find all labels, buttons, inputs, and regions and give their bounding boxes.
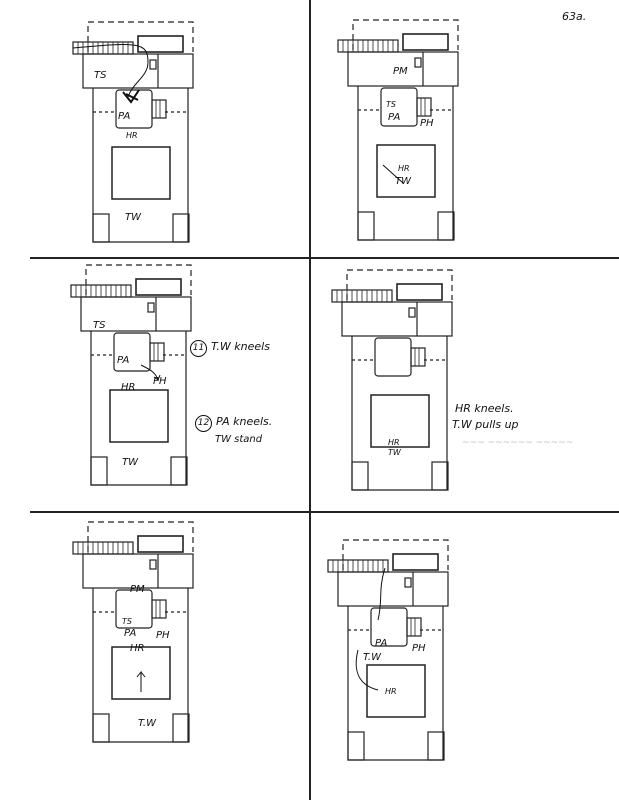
label-pa: PA [388,112,401,123]
stage-note-11: 11 T.W kneels [190,340,270,357]
floor-plan-diagram [72,21,194,243]
cue-number: 12 [195,415,212,432]
label-ph: PH [412,643,426,654]
label-ts: TS [93,320,106,331]
label-pa: PA [124,628,137,639]
label-hr: HR [388,438,400,447]
label-pm: PM [130,584,145,595]
label-hr: HR [130,643,145,654]
floor-plan-diagram [327,539,449,761]
note-text: PA kneels. [216,415,273,428]
label-tw: TW [122,457,138,468]
faint-erased-text: ~~~ ~~~~~~ ~~~~~ [462,438,574,448]
label-pa: PA [118,111,131,122]
label-hr: HR [385,687,397,696]
label-hr: HR [126,131,138,140]
note-text: T.W kneels [211,340,270,353]
horizontal-divider-2 [30,511,619,513]
label-tw: TW [388,448,401,457]
label-tw: T.W [138,718,156,729]
label-tw: TW [395,176,411,187]
label-pm: PM [393,66,408,77]
stage-note-tw: T.W pulls up [452,418,519,431]
floor-plan-diagram [331,269,453,491]
label-ph: PH [156,630,170,641]
label-pa: PA [117,355,130,366]
stage-note-hr: HR kneels. [455,402,514,415]
note-text-2: TW stand [215,434,263,445]
label-ts: TS [122,617,132,626]
page-number: 63a. [562,10,587,23]
label-ts: TS [94,70,107,81]
label-pa: PA [375,638,388,649]
label-tw: T.W [363,652,381,663]
floor-plan-diagram [70,264,192,486]
floor-plan-diagram [337,19,459,241]
floor-plan-diagram [72,521,194,743]
label-tw: TW [125,212,141,223]
stage-note-12: 12 PA kneels. TW stand [195,415,272,445]
label-ph: PH [153,376,167,387]
label-hr: HR [398,164,410,173]
vertical-divider [309,0,311,800]
label-hr: HR [121,382,136,393]
label-ph: PH [420,118,434,129]
horizontal-divider-1 [30,257,619,259]
cue-number: 11 [190,340,207,357]
label-ts: TS [386,100,396,109]
